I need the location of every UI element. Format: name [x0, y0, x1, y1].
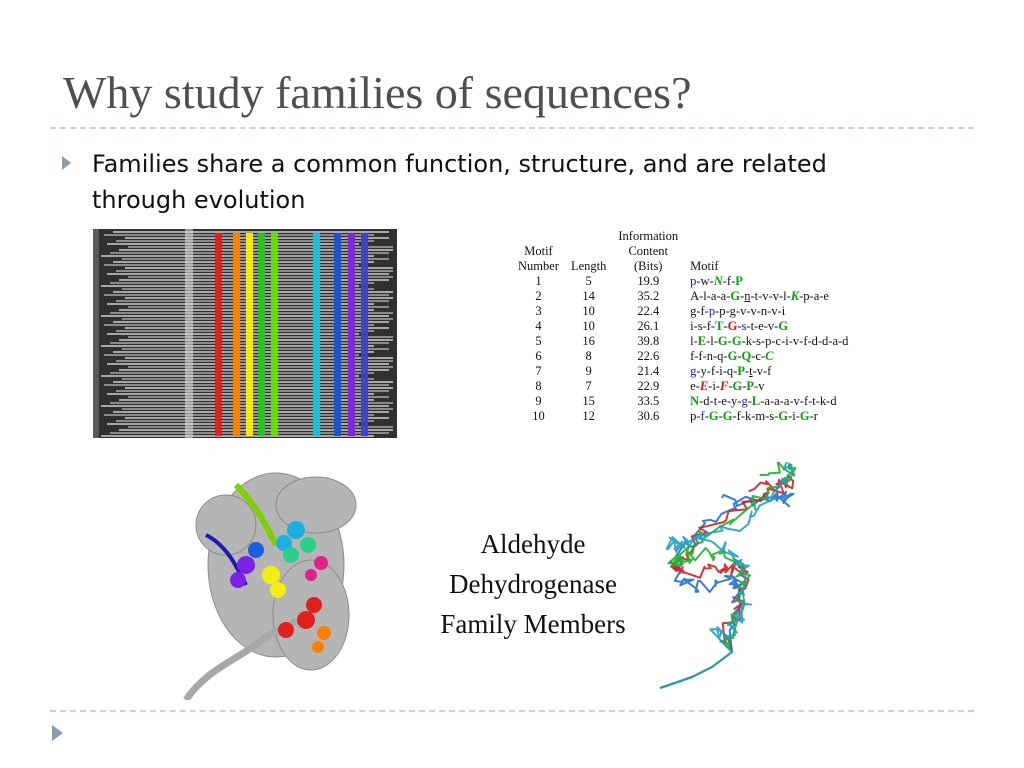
motif-sequence-cell: N-d-t-e-y-g-L-a-a-a-v-f-t-k-d — [690, 394, 837, 408]
title-divider — [50, 127, 974, 129]
motif-sequence-cell: A-l-a-a-G-n-t-v-v-l-K-p-a-e — [690, 289, 829, 303]
header-length: Length — [570, 259, 607, 273]
motif-bits-cell: 39.8 — [637, 334, 660, 348]
caption-line-2: Dehydrogenase — [449, 569, 617, 599]
figure-caption: Aldehyde Dehydrogenase Family Members — [405, 524, 661, 644]
motif-number-cell: 2 — [535, 289, 542, 303]
motif-number-cell: 5 — [535, 334, 542, 348]
ribbon-protein-structure-icon — [183, 472, 357, 700]
motif-bits-cell: 35.2 — [637, 289, 660, 303]
motif-row: 7 9 21.4 g-y-f-i-q-P-t-v-f — [512, 364, 854, 379]
motif-bits-cell: 33.5 — [637, 394, 660, 408]
header-motif: Motif — [690, 259, 719, 273]
motif-sequence-cell: p-w-N-f-P — [690, 274, 743, 288]
motif-bits-cell: 30.6 — [637, 409, 660, 423]
motif-row: 2 14 35.2 A-l-a-a-G-n-t-v-v-l-K-p-a-e — [512, 289, 854, 304]
motif-length-cell: 9 — [585, 364, 592, 378]
motif-number-cell: 9 — [535, 394, 542, 408]
slide-nav-arrow-icon — [52, 725, 63, 741]
motif-length-cell: 12 — [582, 409, 595, 423]
motif-length-cell: 14 — [582, 289, 595, 303]
motif-row: 1 5 19.9 p-w-N-f-P — [512, 274, 854, 289]
motif-bits-cell: 22.9 — [637, 379, 660, 393]
motif-sequence-cell: l-E-l-G-G-k-s-p-c-i-v-f-d-d-a-d — [690, 334, 849, 348]
backbone-trace — [659, 462, 794, 689]
backbone-trace — [659, 462, 797, 689]
caption-line-1: Aldehyde — [480, 529, 586, 559]
motif-sequence-cell: g-f-p-p-g-v-v-n-v-i — [690, 304, 786, 318]
motif-number-cell: 4 — [535, 319, 542, 333]
motif-row: 5 16 39.8 l-E-l-G-G-k-s-p-c-i-v-f-d-d-a-d — [512, 334, 854, 349]
motif-sequence-cell: i-s-f-T-G-s-t-e-v-G — [690, 319, 789, 333]
motif-number-cell: 1 — [535, 274, 542, 288]
slide-title: Why study families of sequences? — [63, 67, 692, 118]
backbone-trace — [659, 490, 795, 689]
motif-number-cell: 10 — [532, 409, 545, 423]
motif-bits-cell: 26.1 — [637, 319, 660, 333]
sequence-alignment-image — [93, 229, 397, 438]
motif-length-cell: 15 — [582, 394, 595, 408]
motif-row: 3 10 22.4 g-f-p-p-g-v-v-n-v-i — [512, 304, 854, 319]
motif-bits-cell: 21.4 — [637, 364, 660, 378]
superimposed-backbone-trace-icon — [659, 462, 797, 689]
motif-bits-cell: 22.6 — [637, 349, 660, 363]
motif-sequence-cell: e-E-i-F-G-P-v — [690, 379, 765, 393]
motif-length-cell: 7 — [585, 379, 592, 393]
motif-number-cell: 3 — [535, 304, 542, 318]
motif-sequence-cell: f-f-n-q-G-Q-c-C — [690, 349, 774, 363]
motif-length-cell: 10 — [582, 319, 595, 333]
motif-row: 6 8 22.6 f-f-n-q-G-Q-c-C — [512, 349, 854, 364]
motif-sequence-cell: g-y-f-i-q-P-t-v-f — [690, 364, 772, 378]
motif-number-cell: 6 — [535, 349, 542, 363]
multiple-sequence-alignment-icon — [93, 229, 393, 438]
bullet-arrow-icon — [62, 156, 71, 170]
motif-number-cell: 8 — [535, 379, 542, 393]
motif-bits-cell: 22.4 — [637, 304, 660, 318]
motif-bits-cell: 19.9 — [637, 274, 660, 288]
motif-length-cell: 16 — [582, 334, 595, 348]
caption-line-3: Family Members — [440, 609, 626, 639]
footer-divider — [50, 710, 974, 712]
motif-length-cell: 5 — [585, 274, 592, 288]
bullet-text: Families share a common function, struct… — [92, 150, 827, 214]
motif-sequence-cell: p-f-G-G-f-k-m-s-G-i-G-r — [690, 409, 818, 423]
motif-length-cell: 8 — [585, 349, 592, 363]
motif-row: 10 12 30.6 p-f-G-G-f-k-m-s-G-i-G-r — [512, 409, 854, 424]
motif-number-cell: 7 — [535, 364, 542, 378]
motif-length-cell: 10 — [582, 304, 595, 318]
motif-row: 9 15 33.5 N-d-t-e-y-g-L-a-a-a-v-f-t-k-d — [512, 394, 854, 409]
motif-row: 4 10 26.1 i-s-f-T-G-s-t-e-v-G — [512, 319, 854, 334]
motif-row: 8 7 22.9 e-E-i-F-G-P-v — [512, 379, 854, 394]
